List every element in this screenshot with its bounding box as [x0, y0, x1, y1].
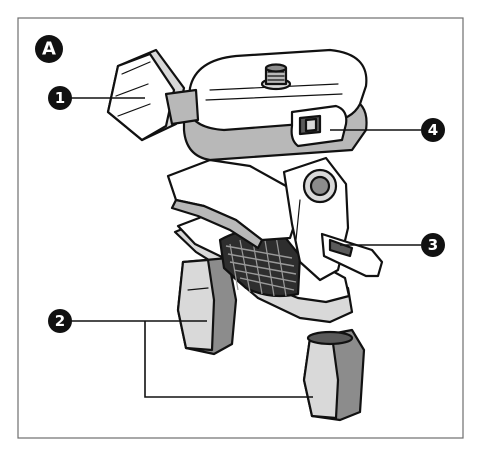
callout-badge-4: 4: [421, 118, 445, 142]
plate-knob: [106, 48, 200, 142]
leader-lines: [71, 97, 421, 398]
tripod-screw: [260, 63, 292, 91]
panel-badge-a-text: A: [42, 39, 56, 60]
leader-line-2-branch: [144, 321, 313, 398]
callout-badge-1-text: 1: [55, 89, 65, 107]
callout-badge-4-text: 4: [428, 121, 438, 139]
right-clamp-leg: [302, 328, 366, 422]
callout-badge-3-text: 3: [428, 236, 438, 254]
left-clamp-leg: [176, 256, 238, 356]
callout-badge-2: 2: [48, 309, 72, 333]
callout-badge-2-text: 2: [55, 312, 65, 330]
upper-clamp-jaw: [166, 158, 300, 250]
handlebar-mount-illustration: [106, 48, 384, 422]
panel-badge-a: A: [35, 35, 63, 63]
callout-badge-3: 3: [421, 233, 445, 257]
release-latch: [290, 104, 348, 148]
callout-badge-1: 1: [48, 86, 72, 110]
figure-frame: [17, 17, 464, 439]
